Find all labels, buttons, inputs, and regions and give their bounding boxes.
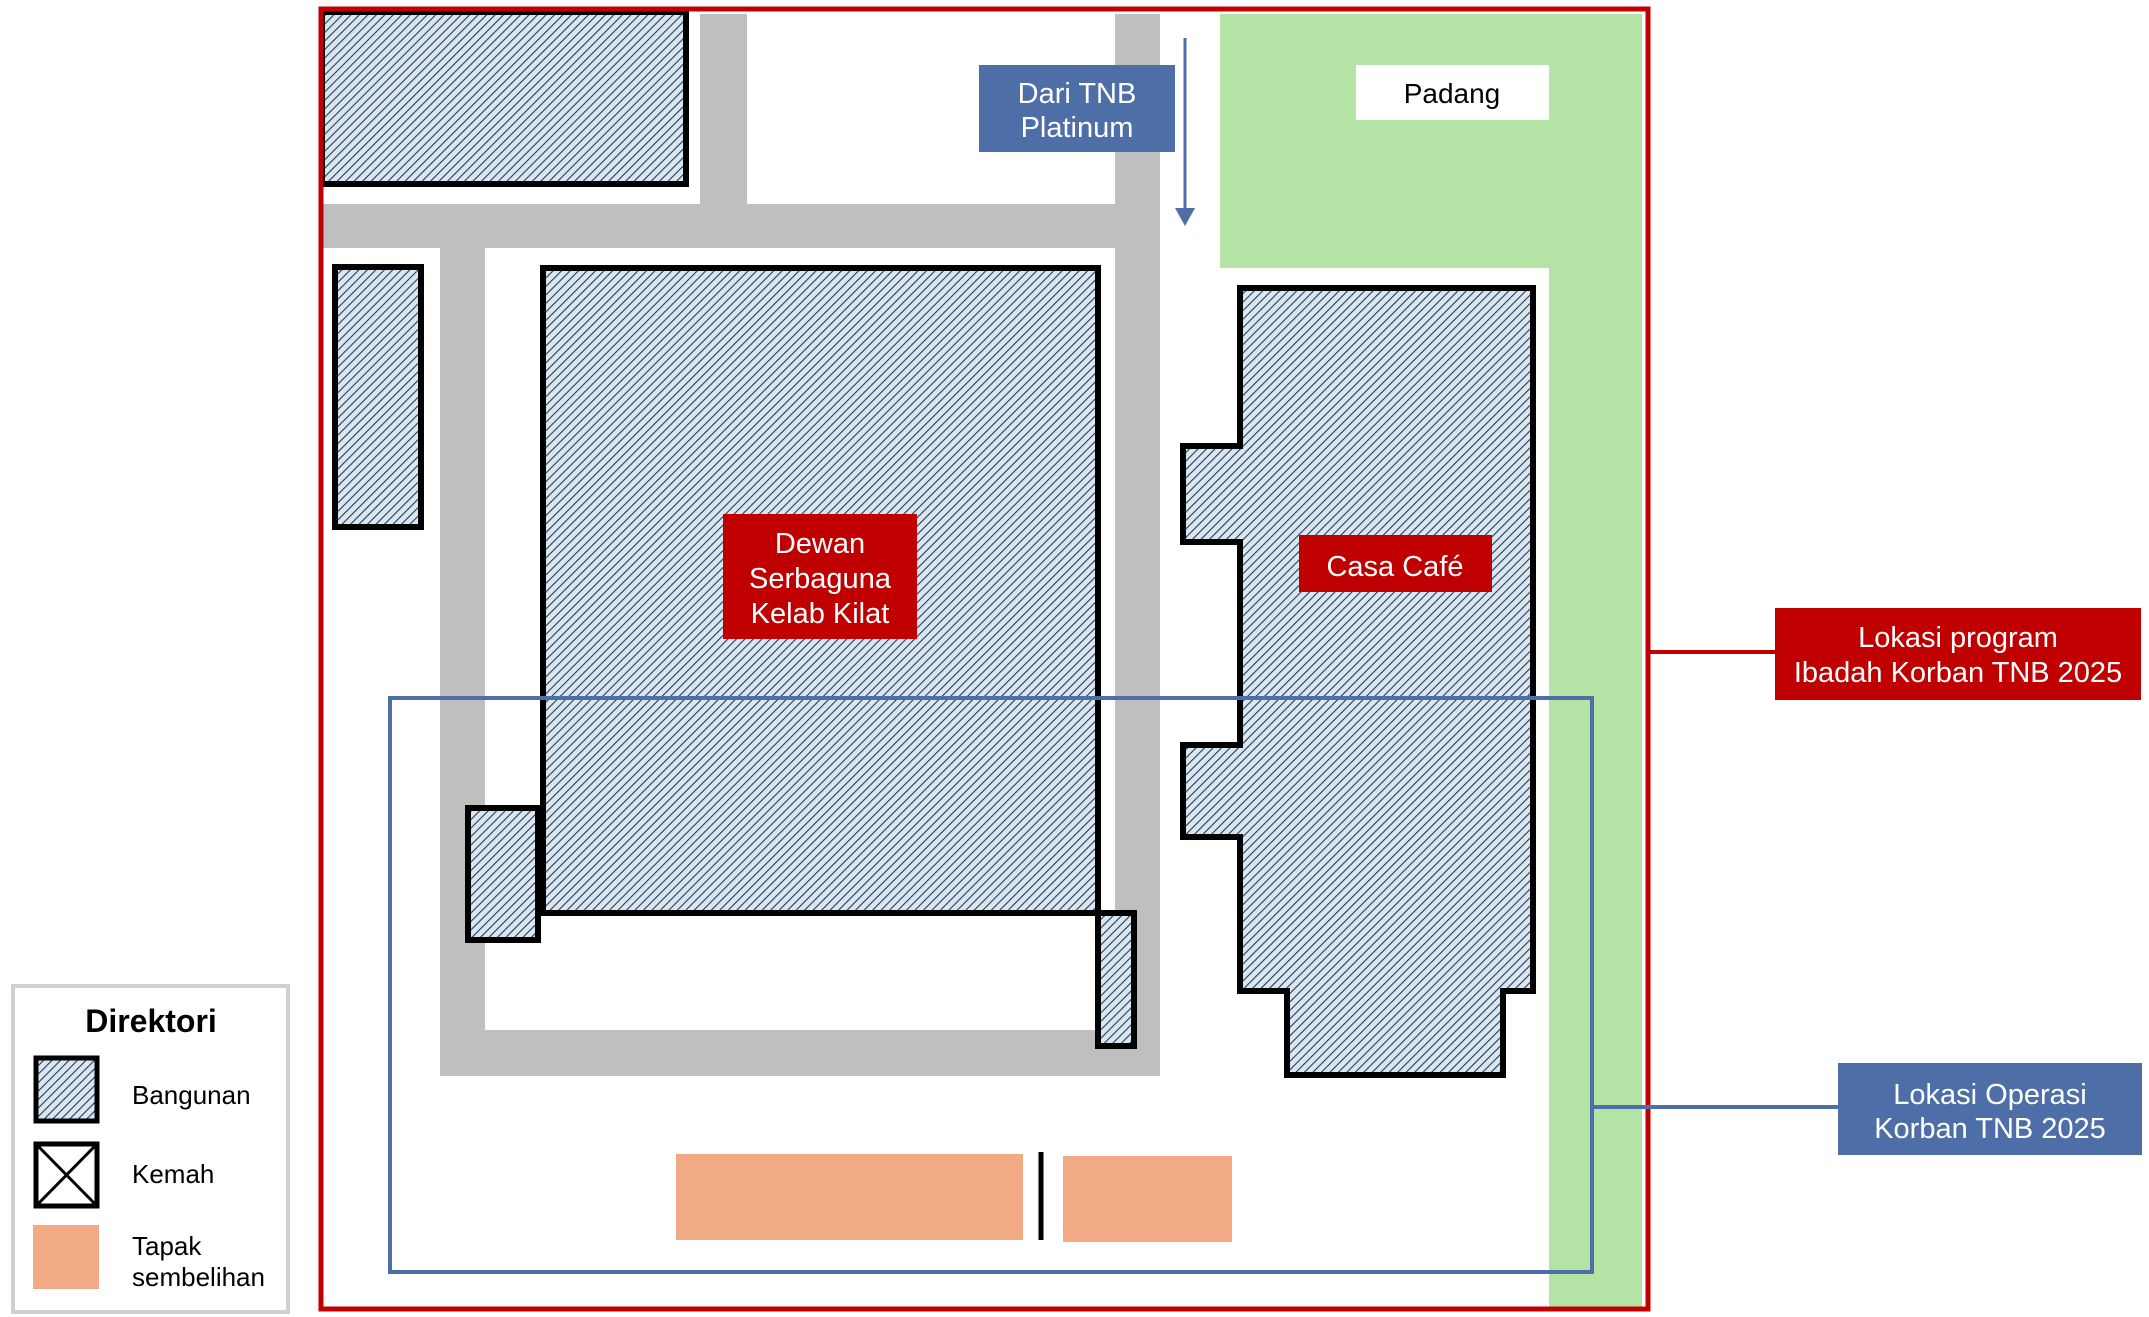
lokasi-program-label-line2: Ibadah Korban TNB 2025 <box>1794 657 2122 689</box>
legend: Direktori Bangunan Kemah Tapak sembeliha… <box>11 984 290 1314</box>
buildings <box>319 9 1536 1078</box>
building-casa-cafe <box>1180 285 1536 1078</box>
program-boundary <box>318 6 1651 1312</box>
dewan-label-line3: Kelab Kilat <box>751 598 890 630</box>
dewan-label-box <box>723 514 917 639</box>
road-segment <box>700 14 747 214</box>
grass-field <box>1220 14 1642 268</box>
dewan-label-line1: Dewan <box>775 528 865 560</box>
lokasi-program-label-line1: Lokasi program <box>1858 622 2058 654</box>
tent-cross-icon <box>33 1141 100 1209</box>
lokasi-program-label-box <box>1775 608 2141 700</box>
lokasi-operasi-label-line1: Lokasi Operasi <box>1893 1079 2086 1111</box>
slaughter-sites <box>676 1154 1232 1242</box>
legend-item-label-line1: Tapak <box>132 1231 202 1261</box>
casa-cafe-label: Casa Café <box>1326 551 1463 583</box>
padang-label-box <box>1356 65 1549 120</box>
grass-strip <box>1549 268 1642 1308</box>
arrow-down-icon <box>1175 208 1195 226</box>
legend-title: Direktori <box>85 1003 217 1039</box>
dari-tnb-label-line1: Dari TNB <box>1018 78 1137 110</box>
building-swatch-icon <box>33 1055 100 1124</box>
road-segment <box>440 248 485 1076</box>
dari-tnb-label-box <box>979 65 1175 152</box>
dewan-label-line2: Serbaguna <box>749 563 892 595</box>
slaughter-site-swatch-icon <box>33 1225 99 1289</box>
dari-tnb-label-line2: Platinum <box>1021 112 1134 144</box>
lokasi-operasi-label-line2: Korban TNB 2025 <box>1874 1113 2106 1145</box>
slaughter-site <box>676 1154 1023 1240</box>
lokasi-operasi-label-box <box>1838 1063 2142 1155</box>
padang-label: Padang <box>1404 78 1501 109</box>
legend-item-label: Kemah <box>132 1159 214 1189</box>
legend-item-label-line2: sembelihan <box>132 1262 265 1292</box>
building-left-narrow <box>332 264 424 530</box>
road-segment <box>440 1030 1160 1076</box>
legend-item-label: Bangunan <box>132 1080 251 1110</box>
casa-cafe-label-box <box>1299 535 1492 592</box>
slaughter-site <box>1063 1156 1232 1242</box>
road-segment <box>1115 14 1160 1076</box>
roads <box>320 14 1160 1076</box>
building-annex-left <box>465 805 541 943</box>
operation-boundary <box>388 696 1594 1274</box>
building-top-left <box>319 9 689 187</box>
building-annex-right <box>1095 910 1137 1049</box>
